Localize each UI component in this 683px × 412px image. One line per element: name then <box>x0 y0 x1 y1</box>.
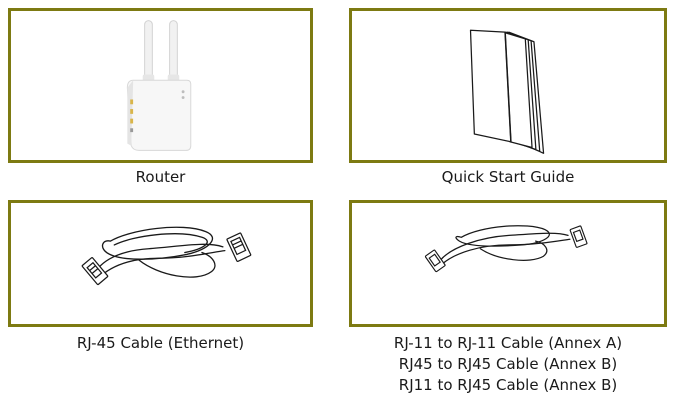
router-icon <box>126 20 192 151</box>
caption-line: RJ-11 to RJ-11 Cable (Annex A) <box>393 334 623 352</box>
ethernet-cable-icon <box>81 226 252 286</box>
rj45-cable-caption: RJ-45 Cable (Ethernet) <box>8 333 313 354</box>
caption-line: RJ-45 Cable (Ethernet) <box>76 334 245 352</box>
router-caption: Router <box>8 167 313 188</box>
phone-cables-frame <box>349 200 667 327</box>
caption-line: Quick Start Guide <box>441 168 575 186</box>
caption-line: Router <box>135 168 186 186</box>
phone-cables-caption: RJ-11 to RJ-11 Cable (Annex A) RJ45 to R… <box>349 333 667 396</box>
rj45-cable-frame <box>8 200 313 327</box>
caption-line: RJ11 to RJ45 Cable (Annex B) <box>398 376 618 394</box>
quick-start-guide-caption: Quick Start Guide <box>349 167 667 188</box>
caption-line: RJ45 to RJ45 Cable (Annex B) <box>398 355 618 373</box>
booklet-icon <box>469 29 545 154</box>
quick-start-guide-frame <box>349 8 667 163</box>
router-frame <box>8 8 313 163</box>
phone-cable-icon <box>424 225 588 273</box>
